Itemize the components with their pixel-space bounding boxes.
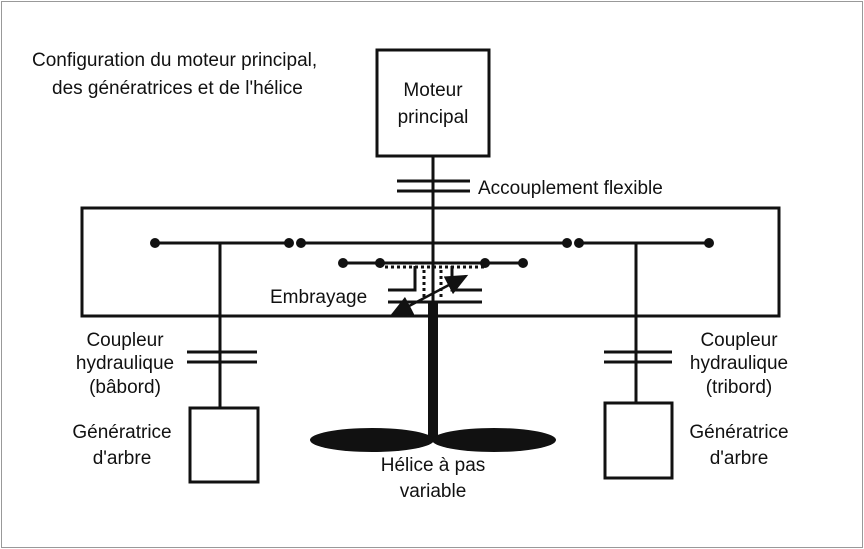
propeller-blade-right xyxy=(432,428,556,452)
port-coupler-label-3: (bâbord) xyxy=(89,377,161,398)
propeller-blade-left xyxy=(310,428,434,452)
port-coupler-label-1: Coupleur xyxy=(86,330,164,351)
starboard-generator-label-1: Génératrice xyxy=(689,422,788,443)
port-generator-box xyxy=(188,406,260,484)
port-generator-label-2: d'arbre xyxy=(93,448,152,469)
port-generator-label-1: Génératrice xyxy=(72,422,171,443)
port-coupler-label-2: hydraulique xyxy=(76,353,174,374)
main-engine-box xyxy=(375,48,491,158)
engine-label-2: principal xyxy=(398,107,469,128)
starboard-coupler-label-3: (tribord) xyxy=(706,377,773,398)
starboard-coupler-label-2: hydraulique xyxy=(690,353,788,374)
clutch-arrow-icon xyxy=(389,274,469,317)
engine-label-1: Moteur xyxy=(403,80,463,101)
title-line-1: Configuration du moteur principal, xyxy=(32,50,317,71)
starboard-coupler-label-1: Coupleur xyxy=(700,330,778,351)
clutch-dotted-linkage xyxy=(385,265,485,300)
propeller-shaft xyxy=(428,302,438,442)
flexible-coupling-label: Accouplement flexible xyxy=(478,178,663,199)
joint-dots xyxy=(150,238,714,268)
starboard-generator-label-2: d'arbre xyxy=(710,448,769,469)
clutch-label: Embrayage xyxy=(270,287,367,308)
starboard-generator-box xyxy=(603,401,674,480)
propeller-label-2: variable xyxy=(400,481,467,502)
title-line-2: des génératrices et de l'hélice xyxy=(52,78,303,99)
propeller-label-1: Hélice à pas xyxy=(381,455,486,476)
